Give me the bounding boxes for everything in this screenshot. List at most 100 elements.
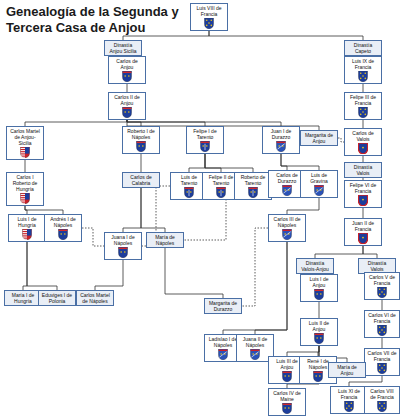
person-name: Carlos de Valois [347,130,379,142]
coat-of-arms [358,143,368,154]
person-name: Eduviges I de Polonia [41,292,73,304]
person-name: Juan I de Durazzo [265,128,297,140]
coat-of-arms [313,371,323,382]
coat-of-arms [58,229,68,240]
dynasty-box: Dinastía Capeto [344,40,382,56]
person-name: Luis XI de Francia [333,388,365,400]
coat-of-arms [282,229,292,240]
descent-line [27,242,57,290]
person-name: Margarita de Durazzo [207,300,239,312]
coat-of-arms [358,233,368,244]
dynasty-box: Eduviges I de Polonia [38,290,76,306]
person-box: Felipe VI de Francia [344,180,382,208]
person-name: Carlos de Durazzo [271,172,303,184]
person-box: Luis II de Anjou [300,318,338,346]
person-box: Juan II de Francia [344,218,382,246]
coat-of-arms [20,193,30,204]
descent-line [209,31,363,40]
person-box: Juan I de Durazzo [262,126,300,154]
person-name: Carlos I Roberto de Hungría [9,174,41,192]
person-name: Carlos VI de Francia [367,312,397,324]
person-box: Carlos Martel de Anjou-Sicilia [6,126,44,160]
descent-line [205,154,253,172]
person-name: Luis I de Anjou [303,276,335,288]
coat-of-arms [136,141,146,152]
coat-of-arms [358,195,368,206]
descent-line [363,208,364,218]
person-name: Felipe III de Francia [347,94,379,106]
coat-of-arms [314,289,324,300]
person-box: Carlos V de Francia [364,272,400,300]
dynasty-box: Dinastía Anjou Sicilia [104,40,142,56]
person-name: Felipe VI de Francia [347,182,379,194]
person-name: Carlos VIII de Francia [367,388,397,400]
descent-line [382,338,383,348]
descent-line [287,346,319,356]
person-name: María de Nápoles [149,234,181,246]
marriage-line [242,228,268,306]
person-name: Dinastía Valois [361,260,393,272]
descent-line [25,206,63,214]
descent-line [281,154,287,170]
person-name: Luis I de Hungría [11,216,43,228]
coat-of-arms [184,187,194,198]
descent-line [315,246,363,258]
person-name: Carlos V de Francia [367,274,397,286]
person-box: Felipe III de Francia [344,92,382,120]
person-name: María de Anjou [331,364,363,376]
person-box: Carlos III de Nápoles [268,214,306,242]
descent-line [287,198,319,214]
person-box: Carlos VII de Francia [364,348,400,376]
person-box: Luis de Gravina [300,170,338,198]
person-box: Luis I de Hungría [8,214,46,242]
descent-line [363,120,364,128]
coat-of-arms [218,349,228,360]
coat-of-arms [22,229,32,240]
coat-of-arms [282,185,292,196]
person-name: Dinastía Capeto [347,42,379,54]
person-box: Roberto I de Nápoles [122,126,160,154]
coat-of-arms [282,371,292,382]
person-name: Carlos VII de Francia [367,350,397,362]
person-name: Juana II de Nápoles [239,336,271,348]
person-name: Carlos Martel de Nápoles [79,292,111,304]
descent-line [319,302,320,318]
descent-line [205,154,221,172]
descent-line [23,242,27,290]
coat-of-arms [358,71,368,82]
person-box: Andrés I de Nápoles [44,214,82,242]
person-name: María I de Hungría [7,292,39,304]
person-name: Margarita de Anjou [303,132,335,144]
person-name: Andrés I de Nápoles [47,216,79,228]
person-box: Juana I de Nápoles [104,232,142,260]
person-name: Carlos IV de Maine [271,390,303,402]
diagram-title: Genealogía de la Segunda y Tercera Casa … [6,4,182,36]
dynasty-box: Margarita de Anjou [300,130,338,146]
person-name: Felipe I de Tarento [189,128,221,140]
dynasty-box: María de Anjou [328,362,366,378]
descent-line [165,248,223,298]
person-name: Luis II de Anjou [303,320,335,332]
descent-line [382,300,383,310]
person-box: Luis I de Anjou [300,274,338,302]
descent-line [127,84,128,92]
person-box: Carlos II de Anjou [108,92,146,120]
descent-line [363,84,364,92]
person-name: Luis VIII de Francia [193,5,225,17]
coat-of-arms [377,401,387,412]
dynasty-box: Dinastía Valois [344,162,382,178]
coat-of-arms [122,107,132,118]
dynasty-box: Carlos de Calabria [122,172,160,188]
dynasty-box: Dinastía Valois-Anjou [296,258,334,274]
descent-line [255,242,287,334]
person-name: Felipe II de Tarento [205,174,237,186]
person-name: Dinastía Anjou Sicilia [107,42,139,54]
person-name: Ladislao I de Nápoles [207,336,239,348]
person-name: Luis IX de Francia [347,58,379,70]
dynasty-box: María I de Hungría [4,290,42,306]
person-name: Carlos de Calabria [125,174,157,186]
descent-line [281,154,319,170]
descent-line [189,154,205,172]
